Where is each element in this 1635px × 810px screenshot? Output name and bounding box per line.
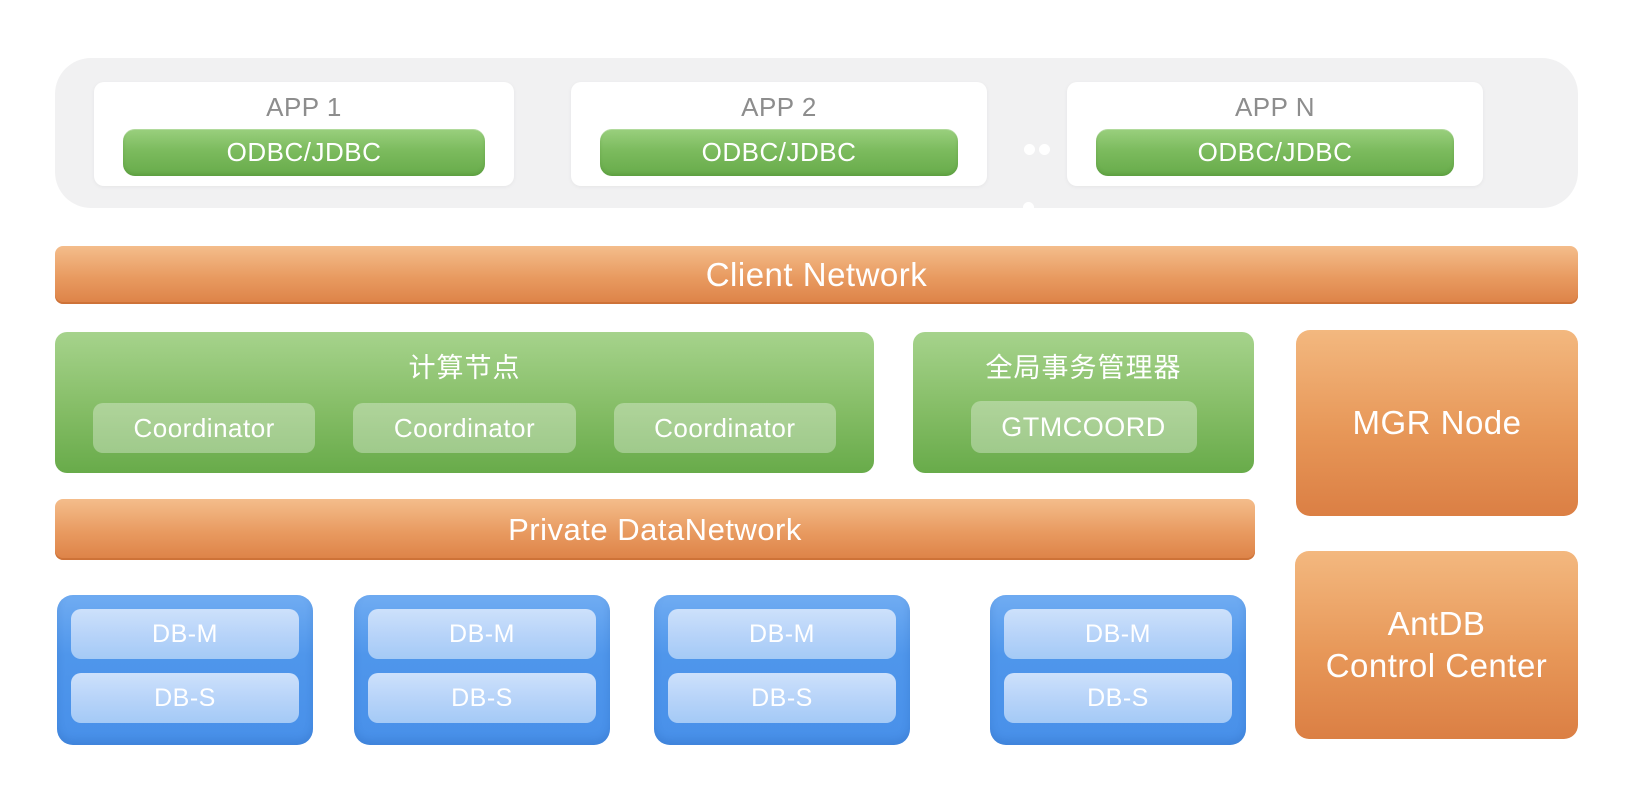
- gtm-title: 全局事务管理器: [985, 353, 1182, 383]
- compute-node-title: 计算节点: [408, 353, 521, 383]
- app-card-1: APP 1 ODBC/JDBC: [94, 82, 514, 186]
- app-layer-panel: APP 1 ODBC/JDBC APP 2 ODBC/JDBC APP N OD…: [55, 58, 1578, 213]
- client-network-bar: Client Network: [55, 246, 1578, 304]
- coordinator-node-2: Coordinator: [353, 403, 576, 453]
- antdb-control-center-box: AntDB Control Center: [1295, 551, 1578, 739]
- odbc-jdbc-badge-n: ODBC/JDBC: [1096, 128, 1454, 176]
- gtmcoord-node: GTMCOORD: [970, 401, 1197, 453]
- db-group-2: DB-M DB-S: [354, 595, 610, 745]
- app-1-label: APP 1: [266, 92, 342, 123]
- db-master-node: DB-M: [368, 609, 596, 659]
- coordinator-node-1: Coordinator: [93, 403, 316, 453]
- db-master-node: DB-M: [71, 609, 299, 659]
- app-n-label: APP N: [1234, 92, 1316, 123]
- private-datanetwork-bar: Private DataNetwork: [55, 499, 1255, 560]
- db-group-1: DB-M DB-S: [57, 595, 313, 745]
- ellipsis-dot-icon: [1024, 144, 1035, 155]
- odbc-jdbc-badge-1: ODBC/JDBC: [123, 128, 485, 176]
- db-group-3: DB-M DB-S: [654, 595, 910, 745]
- ellipsis-dot-icon: [1023, 202, 1034, 213]
- db-slave-node: DB-S: [1004, 673, 1232, 723]
- coordinator-node-3: Coordinator: [613, 403, 836, 453]
- coordinator-row: Coordinator Coordinator Coordinator: [93, 403, 836, 453]
- ellipsis-dot-icon: [1039, 144, 1050, 155]
- odbc-jdbc-badge-2: ODBC/JDBC: [600, 128, 958, 176]
- db-slave-node: DB-S: [668, 673, 896, 723]
- db-slave-node: DB-S: [71, 673, 299, 723]
- control-center-line1: AntDB: [1387, 604, 1486, 642]
- app-2-label: APP 2: [741, 92, 817, 123]
- app-card-2: APP 2 ODBC/JDBC: [571, 82, 987, 186]
- db-master-node: DB-M: [1004, 609, 1232, 659]
- db-master-node: DB-M: [668, 609, 896, 659]
- app-card-n: APP N ODBC/JDBC: [1067, 82, 1483, 186]
- gtm-box: 全局事务管理器 GTMCOORD: [913, 332, 1254, 473]
- control-center-line2: Control Center: [1325, 647, 1548, 684]
- compute-node-box: 计算节点 Coordinator Coordinator Coordinator: [55, 332, 874, 473]
- mgr-node-box: MGR Node: [1296, 330, 1578, 516]
- db-slave-node: DB-S: [368, 673, 596, 723]
- db-group-4: DB-M DB-S: [990, 595, 1246, 745]
